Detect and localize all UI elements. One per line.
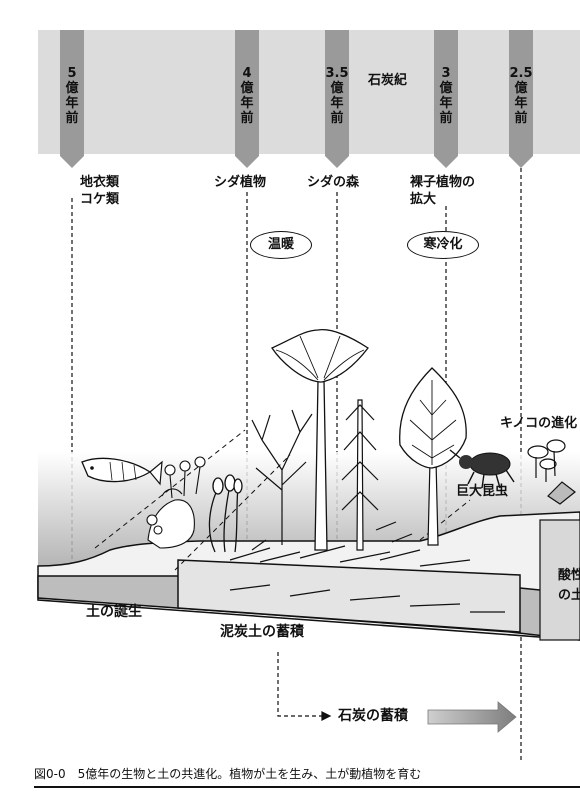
timeline-char: 年 [514,96,528,111]
early-vascular-plants [208,474,243,553]
ancient-fish [81,457,163,486]
timeline-char: 年 [439,96,453,111]
timeline-char: 年 [330,96,344,111]
event-fern-plants: シダ植物 [214,175,267,190]
event-gymnosperm-label-2: 拡大 [410,192,437,207]
timeline-label-5: 5 億 年 前 [60,66,84,126]
event-lichen-moss: 地衣類 コケ類 [80,174,119,208]
timeline-char: 前 [514,111,528,126]
climate-cold-badge: 寒冷化 [407,231,479,259]
timeline-marker-5 [60,30,84,168]
carboniferous-period-label: 石炭紀 [368,73,408,88]
timeline-value: 4 [242,66,252,81]
timeline-char: 前 [330,111,344,126]
timeline-char: 億 [65,81,79,96]
mushroom-evolution-label: キノコの進化 [500,416,578,431]
timeline-char: 億 [240,81,254,96]
peat-to-coal-arrow [277,652,332,721]
calamites-plant [341,399,379,551]
timeline-band-background [38,30,580,154]
timeline-char: 億 [514,81,528,96]
zoom-line [94,429,246,549]
zoom-line [174,454,291,571]
timeline-char: 前 [65,111,79,126]
timeline-value: 5 [67,66,77,81]
coal-accumulation-arrow [427,701,517,733]
timeline-value: 3 [441,66,451,81]
tall-tree-fern [271,329,369,551]
acid-soil-label-1: 酸性 [558,568,580,583]
event-fern-forest: シダの森 [307,175,360,190]
timeline-marker-2-5 [509,30,533,168]
coal-accumulation-label: 石炭の蓄積 [338,708,408,724]
timeline-label-4: 4 億 年 前 [235,66,259,126]
timeline-char: 年 [65,96,79,111]
timeline-value: 2.5 [509,66,533,81]
timeline-char: 前 [439,111,453,126]
timeline-label-3-5: 3.5 億 年 前 [322,66,352,126]
timeline-char: 前 [240,111,254,126]
peat-block [177,559,521,633]
timeline-char: 億 [439,81,453,96]
timeline-char: 年 [240,96,254,111]
evolution-illustration [37,168,580,762]
event-gymnosperm: 裸子植物の 拡大 [410,174,475,208]
timeline-band [38,30,580,168]
event-gymnosperm-label-1: 裸子植物の [410,175,476,190]
fern-shrub [251,409,313,545]
timeline-marker-3 [434,30,458,168]
timeline-label-3: 3 億 年 前 [434,66,458,126]
acid-soil-block [539,519,580,641]
peat-accumulation-label: 泥炭土の蓄積 [220,624,304,640]
lichen-moss-cluster [146,456,206,549]
caption-rule [34,786,580,788]
event-moss-label: コケ類 [80,192,120,207]
figure-caption: 図0-0 5億年の生物と土の共進化。植物が土を生み、土が動植物を育む [34,767,422,781]
giant-insect [449,449,515,489]
climate-warm-badge: 温暖 [250,231,312,259]
plant-debris [229,521,505,613]
giant-insect-label: 巨大昆虫 [456,484,509,499]
timeline-char: 億 [330,81,344,96]
event-lichen-label: 地衣類 [80,175,120,190]
gymnosperm-tree [399,367,467,546]
timeline-value: 3.5 [325,66,349,81]
acid-soil-label: 酸性 の土 [558,566,580,606]
acid-soil-label-2: の土 [558,588,580,603]
timeline-marker-3-5 [325,30,349,168]
soil-birth-label: 土の誕生 [86,604,142,620]
timeline-marker-4 [235,30,259,168]
timeline-label-2-5: 2.5 億 年 前 [506,66,536,126]
mushroom-cluster [527,439,576,505]
